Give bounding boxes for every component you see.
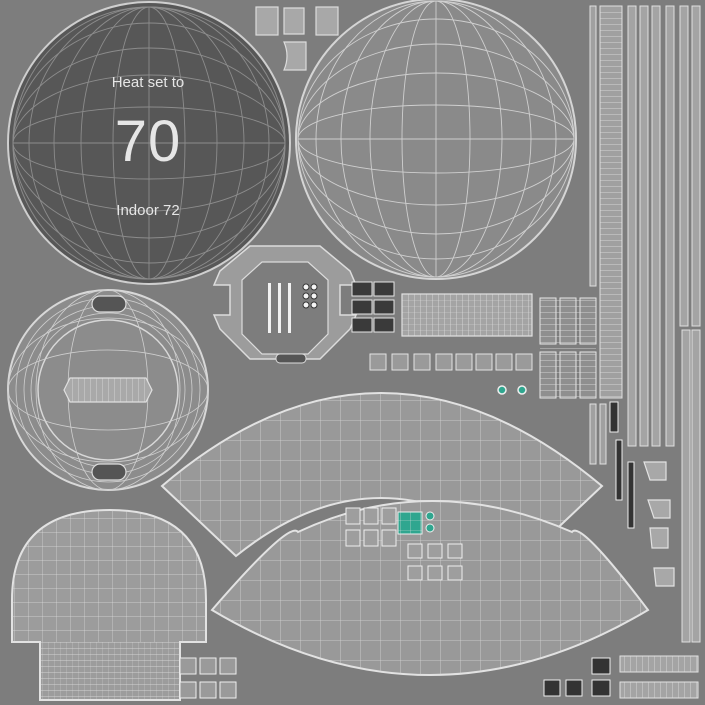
heat-set-label: Heat set to [111,74,185,91]
clip-frame [212,245,358,364]
indoor-temperature-label: Indoor 72 [116,202,180,219]
side-tabs [643,461,675,587]
bezel-disc-wireframe [295,0,577,280]
set-temperature-value: 70 [114,109,182,174]
vent-grill-panel [401,293,533,337]
ring-piece [7,289,209,491]
dome-piece [11,508,207,701]
bottom-small-squares [179,657,237,699]
teal-markers [497,385,527,395]
top-small-tiles [255,6,339,71]
center-parts [345,507,463,581]
small-square-row [369,353,533,371]
vertical-strips [589,5,701,643]
connector-parts [351,281,395,333]
lower-arc-band [210,500,650,676]
bottom-right-parts [543,655,699,699]
detail-tile-grid [539,297,597,399]
display-face-disc [7,1,291,285]
